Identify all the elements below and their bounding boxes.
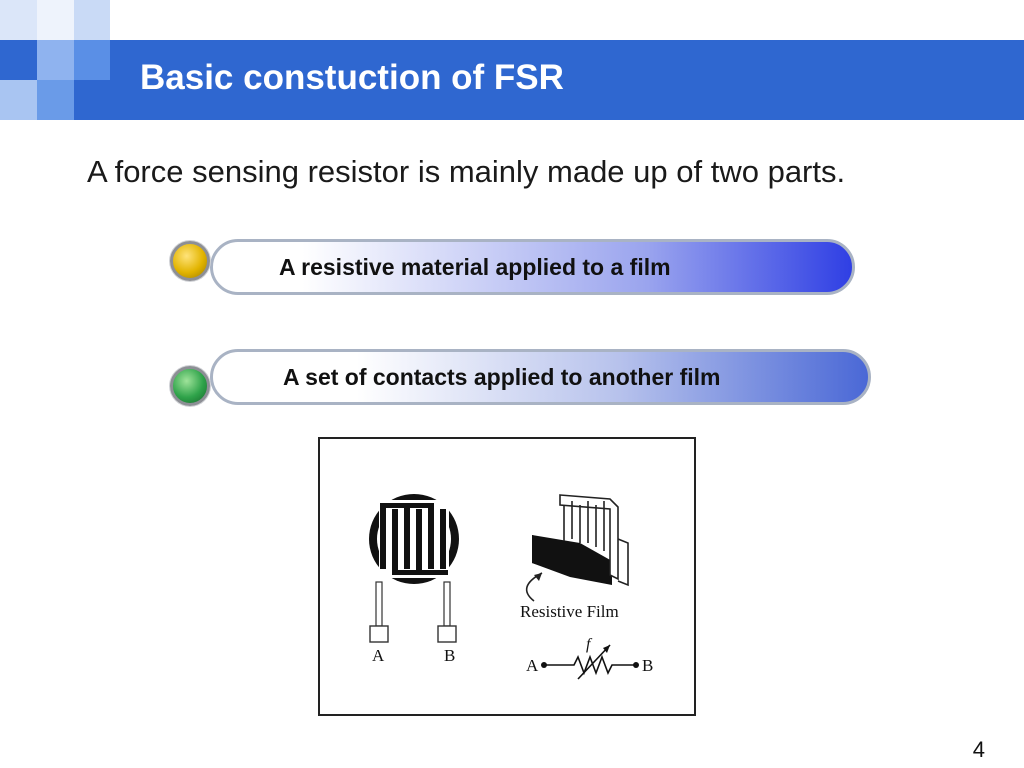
circuit-a-label: A xyxy=(526,656,539,675)
deco-square xyxy=(37,40,74,80)
circuit-b-label: B xyxy=(642,656,653,675)
intro-text: A force sensing resistor is mainly made … xyxy=(87,154,846,189)
fsr-top-view: A B xyxy=(369,494,459,665)
fsr-exploded-view: Resistive Film xyxy=(520,494,629,621)
yellow-bullet-icon xyxy=(170,241,210,281)
part-2-banner: A set of contacts applied to another fil… xyxy=(210,349,871,405)
part-2-label: A set of contacts applied to another fil… xyxy=(283,363,721,390)
terminal-b-label: B xyxy=(444,646,455,665)
part-1-banner: A resistive material applied to a film xyxy=(210,239,855,295)
deco-square xyxy=(0,0,37,40)
deco-square xyxy=(37,0,74,40)
deco-square xyxy=(37,80,74,120)
part-1-label: A resistive material applied to a film xyxy=(279,253,671,280)
green-bullet-icon xyxy=(170,366,210,406)
fsr-figure: A B Resistive Film xyxy=(318,437,696,716)
resistive-film-caption: Resistive Film xyxy=(520,602,619,621)
variable-resistor-symbol: A B f xyxy=(526,636,653,680)
title-bar xyxy=(0,40,1024,120)
deco-square xyxy=(74,0,110,40)
fsr-diagram: A B Resistive Film xyxy=(369,494,653,680)
deco-square xyxy=(0,80,37,120)
slide-title: Basic constuction of FSR xyxy=(140,58,564,97)
deco-square xyxy=(74,40,110,80)
force-symbol: f xyxy=(586,636,593,653)
page-number: 4 xyxy=(972,737,985,762)
terminal-a-label: A xyxy=(372,646,385,665)
